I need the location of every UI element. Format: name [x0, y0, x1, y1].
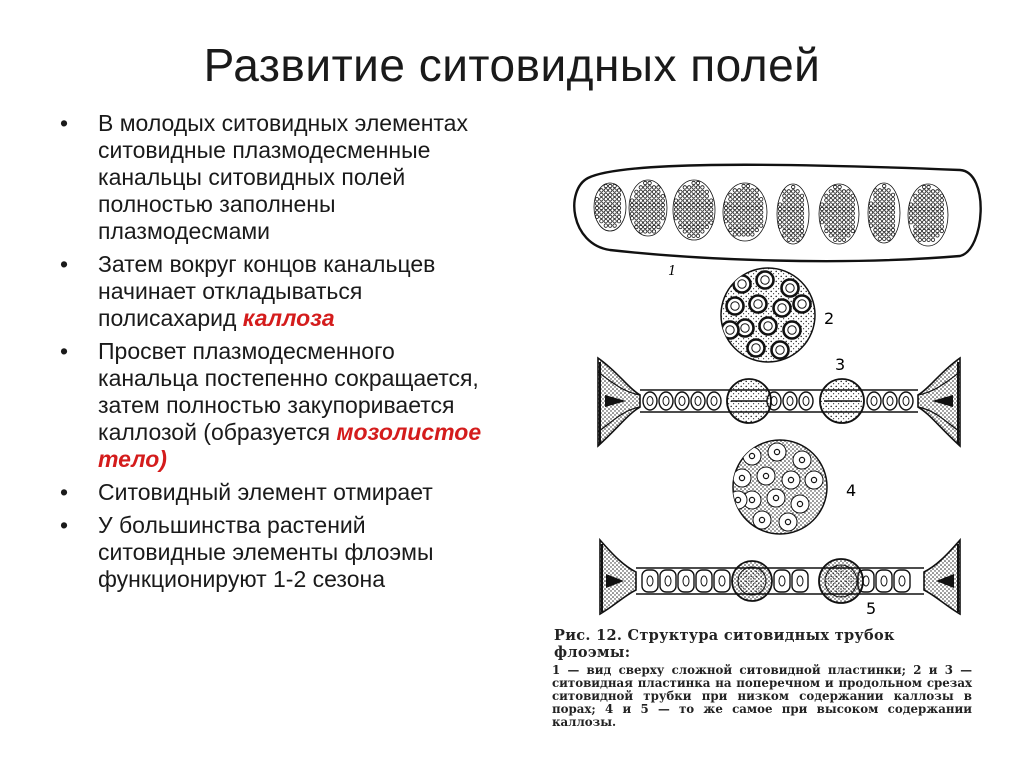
- figure-caption: Рис. 12. Структура ситовидных трубок фло…: [552, 627, 972, 729]
- cross-section-high-callose: [732, 439, 828, 535]
- bullet-item: Просвет плазмодесменного канальца постеп…: [52, 338, 492, 473]
- bullet-text: Ситовидный элемент отмирает: [98, 479, 433, 505]
- compound-sieve-plate: [573, 163, 982, 263]
- sieve-field: [818, 183, 860, 245]
- sieve-field: [722, 182, 768, 242]
- figure-label-1: 1: [668, 264, 676, 279]
- sieve-field: [776, 183, 810, 245]
- bullet-item: У большинства растений ситовидные элемен…: [52, 512, 492, 593]
- sieve-field: [867, 182, 901, 244]
- longitudinal-section-high-callose: [599, 537, 961, 616]
- figure-label-5: 5: [866, 599, 876, 618]
- longitudinal-section-low-callose: [597, 356, 961, 448]
- caption-title: Рис. 12. Структура ситовидных трубок фло…: [554, 627, 895, 661]
- pore-group: [641, 558, 911, 604]
- figure-label-3: 3: [835, 355, 845, 374]
- bullet-item: В молодых ситовидных элементах ситовидны…: [52, 110, 492, 245]
- figure-label-2: 2: [824, 309, 834, 328]
- bullet-text: В молодых ситовидных элементах ситовидны…: [98, 110, 468, 244]
- sieve-field: [672, 179, 716, 241]
- caption-body: 1 — вид сверху сложной ситовидной пласти…: [552, 663, 972, 729]
- cross-section-low-callose: [720, 267, 816, 363]
- bullet-text: У большинства растений ситовидные элемен…: [98, 512, 434, 592]
- emphasis-term: каллоза: [242, 305, 335, 331]
- sieve-field: [628, 179, 668, 237]
- sieve-field: [907, 183, 949, 247]
- figure-label-4: 4: [846, 481, 856, 500]
- bullet-item: Затем вокруг концов канальцев начинает о…: [52, 251, 492, 332]
- bullet-text: Затем вокруг концов канальцев начинает о…: [98, 251, 436, 331]
- bullet-text: Просвет плазмодесменного канальца постеп…: [98, 338, 479, 445]
- sieve-field-group: [593, 179, 949, 247]
- slide-title: Развитие ситовидных полей: [203, 39, 821, 91]
- bullet-item: Ситовидный элемент отмирает: [52, 479, 492, 506]
- pore-group: [733, 442, 824, 532]
- bullet-list: В молодых ситовидных элементах ситовидны…: [52, 110, 492, 599]
- emphasis-term: мозолистое тело): [98, 419, 482, 472]
- sieve-field: [593, 182, 627, 232]
- pore-group: [721, 270, 812, 360]
- pore-group: [642, 378, 914, 424]
